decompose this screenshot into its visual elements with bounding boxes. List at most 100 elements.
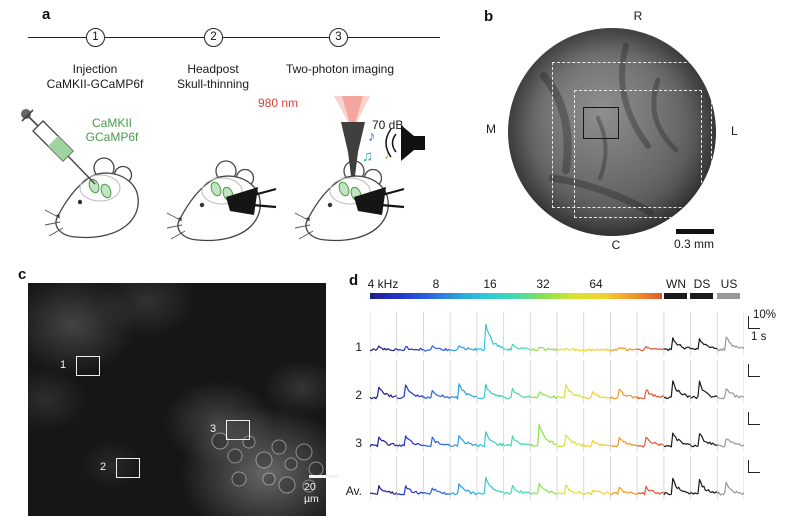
trace-segment [636, 389, 665, 400]
trace-segment [449, 383, 478, 400]
tone-colorbar [370, 293, 662, 299]
trace-segment [503, 435, 531, 447]
laser-wavelength-label: 980 nm [258, 96, 299, 110]
step-1-title: Injection [72, 62, 118, 76]
trace-row-label-2: 2 [355, 388, 362, 402]
trace-segment [636, 485, 665, 496]
music-note-icon-2: ♫ [362, 148, 374, 165]
trace-svg-1 [370, 312, 744, 356]
step-1-subtitle: CaMKII-GCaMP6f [46, 77, 144, 91]
freq-label-8: 8 [432, 277, 440, 291]
wn-bar [664, 293, 687, 299]
roi-box-3 [226, 420, 250, 440]
trace-segment [583, 347, 611, 352]
trace-segment [370, 436, 397, 448]
panel-c-label: c [18, 266, 27, 283]
scale-time-label: 1 s [751, 331, 767, 343]
scalebar-b [676, 229, 714, 234]
trace-row-label-av: Av. [345, 484, 362, 498]
freq-label-ds: DS [693, 277, 711, 291]
trace-svg-4 [370, 456, 744, 500]
trace-segment [690, 338, 718, 351]
trace-segment [370, 386, 397, 400]
orientation-label-r: R [633, 9, 643, 23]
trace-segment [396, 384, 424, 400]
trace-segment [476, 323, 505, 352]
trace-segment [716, 481, 744, 496]
trace-segment [503, 343, 531, 352]
freq-label-wn: WN [666, 277, 686, 291]
trace-segment [583, 489, 611, 496]
trace-segment [556, 484, 584, 496]
trace-segment [717, 388, 744, 400]
roi-number-3: 3 [210, 423, 217, 435]
trace-segment [636, 345, 665, 352]
scalebar-c [309, 475, 339, 478]
music-note-icon-1: ♪ [368, 128, 376, 145]
scale-bracket-3 [748, 412, 760, 425]
blood-vessels-overlay [540, 43, 679, 216]
trace-segment [610, 436, 638, 448]
trace-segment [396, 435, 424, 448]
roi-box-1 [76, 356, 100, 376]
scalebar-b-label: 0.3 mm [673, 237, 714, 251]
panel-a-label: a [42, 6, 51, 23]
trace-segment [423, 436, 451, 448]
trace-segment [690, 433, 718, 448]
trace-segment [529, 423, 558, 447]
trace-segment [556, 347, 585, 352]
music-note-icon-3: ♪ [384, 146, 392, 163]
scalebar-c-label: 20 µm [304, 481, 319, 505]
trace-segment [422, 345, 451, 352]
trace-segment [716, 336, 744, 352]
virus-label-line2: GCaMP6f [85, 130, 139, 144]
trace-segment [610, 486, 638, 496]
orientation-label-l: L [731, 124, 738, 138]
objective-icon [341, 122, 365, 176]
trace-segment [449, 435, 478, 448]
panel-a-illustrations [21, 96, 425, 242]
trace-segment [476, 476, 504, 495]
trace-segment [396, 346, 424, 352]
trace-segment [663, 337, 692, 352]
roi-box-2 [116, 458, 140, 478]
trace-segment [370, 485, 398, 495]
trace-segment [503, 387, 531, 400]
ds-bar [690, 293, 713, 299]
freq-label-us: US [720, 277, 738, 291]
trace-svg-2 [370, 360, 744, 404]
step-3-title: Two-photon imaging [285, 62, 395, 76]
freq-label-16: 16 [483, 277, 497, 291]
scale-amplitude-label: 10% [753, 309, 777, 321]
trace-segment [530, 391, 558, 400]
trace-segment [423, 487, 451, 496]
trace-segment [663, 380, 691, 400]
laser-beam-shape [334, 96, 370, 124]
step-2-title: Headpost [187, 62, 239, 76]
orientation-label-m: M [486, 122, 496, 136]
trace-segment [476, 431, 505, 448]
cranial-window-image [508, 28, 716, 236]
scale-bracket-2 [748, 364, 760, 377]
step-circle-2: 2 [204, 28, 223, 47]
window-roi-outer-dashed [552, 62, 712, 208]
trace-segment [530, 346, 558, 352]
trace-row-label-1: 1 [355, 340, 362, 354]
syringe-icon [21, 109, 96, 185]
roi-number-2: 2 [100, 461, 107, 473]
panel-d-label: d [349, 272, 359, 289]
speaker-icon [385, 125, 425, 161]
two-photon-image: 1 2 3 20 µm [28, 283, 339, 516]
roi-number-1: 1 [60, 359, 67, 371]
trace-segment [556, 384, 585, 399]
cell-bodies-overlay [211, 432, 324, 494]
panel-b-label: b [484, 8, 494, 25]
freq-label-4khz: 4 kHz [367, 277, 399, 291]
scale-bracket-1 [748, 316, 760, 329]
step-circle-1: 1 [86, 28, 105, 47]
trace-segment [690, 380, 718, 400]
us-bar [717, 293, 740, 299]
sound-level-label: 70 dB [372, 118, 404, 132]
freq-label-32: 32 [536, 277, 550, 291]
trace-segment [396, 485, 424, 496]
